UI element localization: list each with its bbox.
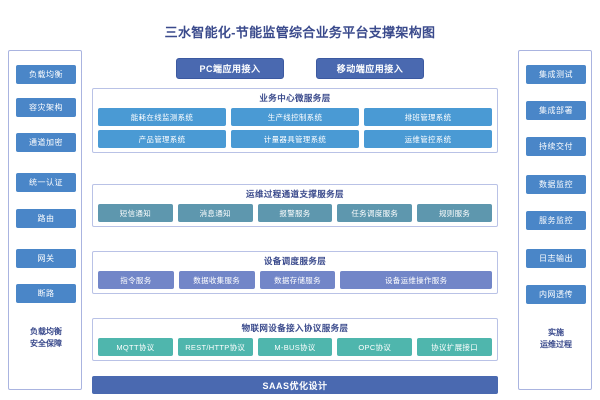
right-sidebar-item-5[interactable]: 日志输出: [526, 249, 586, 268]
layer-title: 业务中心微服务层: [259, 93, 331, 103]
left-sidebar-item-1[interactable]: 容灾架构: [16, 98, 76, 117]
mobile-access-button[interactable]: 移动端应用接入: [316, 58, 424, 79]
layer-row: 短信通知 消息通知 报警服务 任务调度服务 规则服务: [93, 204, 497, 222]
layer-item[interactable]: 指令服务: [98, 271, 174, 289]
left-sidebar-footer-line1: 负载均衡: [30, 327, 62, 336]
left-sidebar-item-3[interactable]: 统一认证: [16, 173, 76, 192]
layer-item[interactable]: M-BUS协议: [257, 338, 333, 356]
right-sidebar-footer-line1: 实施: [548, 328, 564, 337]
layer-item[interactable]: 运维管控系统: [364, 130, 492, 148]
right-sidebar-item-0[interactable]: 集成测试: [526, 65, 586, 84]
layer-row: 能耗在线监测系统 生产线控制系统 排班管理系统: [93, 108, 497, 126]
left-sidebar-item-2[interactable]: 通道加密: [16, 133, 76, 152]
right-sidebar-item-2[interactable]: 持续交付: [526, 137, 586, 156]
layer-item[interactable]: 规则服务: [417, 204, 492, 222]
layer-item[interactable]: MQTT协议: [98, 338, 173, 356]
layer-item[interactable]: OPC协议: [337, 338, 413, 356]
right-sidebar-item-6[interactable]: 内网透传: [526, 285, 586, 304]
left-sidebar-item-5[interactable]: 网关: [16, 249, 76, 268]
layer-item[interactable]: 消息通知: [177, 204, 253, 222]
layer-title: 运维过程通道支撑服务层: [246, 189, 344, 199]
saas-optimization-bar: SAAS优化设计: [92, 376, 498, 394]
layer-item[interactable]: 设备运维操作服务: [340, 271, 492, 289]
pc-access-button[interactable]: PC端应用接入: [176, 58, 284, 79]
layer-item[interactable]: 产品管理系统: [98, 130, 226, 148]
layer-ops-channel-support: 运维过程通道支撑服务层 短信通知 消息通知 报警服务 任务调度服务 规则服务: [92, 184, 498, 227]
layer-title: 物联网设备接入协议服务层: [241, 323, 349, 333]
layer-item[interactable]: 短信通知: [98, 204, 173, 222]
page-title: 三水智能化-节能监管综合业务平台支撑架构图: [164, 25, 436, 40]
left-sidebar-item-4[interactable]: 路由: [16, 209, 76, 228]
left-sidebar: 负载均衡容灾架构通道加密统一认证路由网关断路负载均衡安全保障: [8, 50, 82, 390]
layer-row: 指令服务 数据收集服务 数据存储服务 设备运维操作服务: [93, 271, 497, 289]
right-sidebar-item-1[interactable]: 集成部署: [526, 101, 586, 120]
left-sidebar-item-0[interactable]: 负载均衡: [16, 65, 76, 84]
layer-item[interactable]: REST/HTTP协议: [177, 338, 253, 356]
layer-row: MQTT协议 REST/HTTP协议 M-BUS协议 OPC协议 协议扩展接口: [93, 338, 497, 356]
right-sidebar-footer: 实施运维过程: [523, 327, 589, 351]
left-sidebar-item-6[interactable]: 断路: [16, 284, 76, 303]
layer-item[interactable]: 数据存储服务: [259, 271, 336, 289]
layer-business-center: 业务中心微服务层 能耗在线监测系统 生产线控制系统 排班管理系统 产品管理系统 …: [92, 88, 498, 153]
layer-row: 产品管理系统 计量器具管理系统 运维管控系统: [93, 130, 497, 148]
right-sidebar-footer-line2: 运维过程: [540, 340, 572, 349]
layer-item[interactable]: 排班管理系统: [364, 108, 492, 126]
layer-item[interactable]: 能耗在线监测系统: [98, 108, 226, 126]
layer-iot-protocol-access: 物联网设备接入协议服务层 MQTT协议 REST/HTTP协议 M-BUS协议 …: [92, 318, 498, 361]
left-sidebar-footer-line2: 安全保障: [30, 339, 62, 348]
layer-item[interactable]: 数据收集服务: [178, 271, 255, 289]
right-sidebar-item-4[interactable]: 服务监控: [526, 211, 586, 230]
layer-item[interactable]: 报警服务: [257, 204, 333, 222]
layer-item[interactable]: 协议扩展接口: [417, 338, 492, 356]
layer-title: 设备调度服务层: [263, 256, 327, 266]
layer-item[interactable]: 生产线控制系统: [231, 108, 359, 126]
layer-item[interactable]: 任务调度服务: [337, 204, 413, 222]
right-sidebar-item-3[interactable]: 数据监控: [526, 175, 586, 194]
layer-item[interactable]: 计量器具管理系统: [231, 130, 359, 148]
right-sidebar: 集成测试集成部署持续交付数据监控服务监控日志输出内网透传实施运维过程: [518, 50, 592, 390]
left-sidebar-footer: 负载均衡安全保障: [13, 326, 79, 350]
layer-device-scheduling: 设备调度服务层 指令服务 数据收集服务 数据存储服务 设备运维操作服务: [92, 251, 498, 294]
